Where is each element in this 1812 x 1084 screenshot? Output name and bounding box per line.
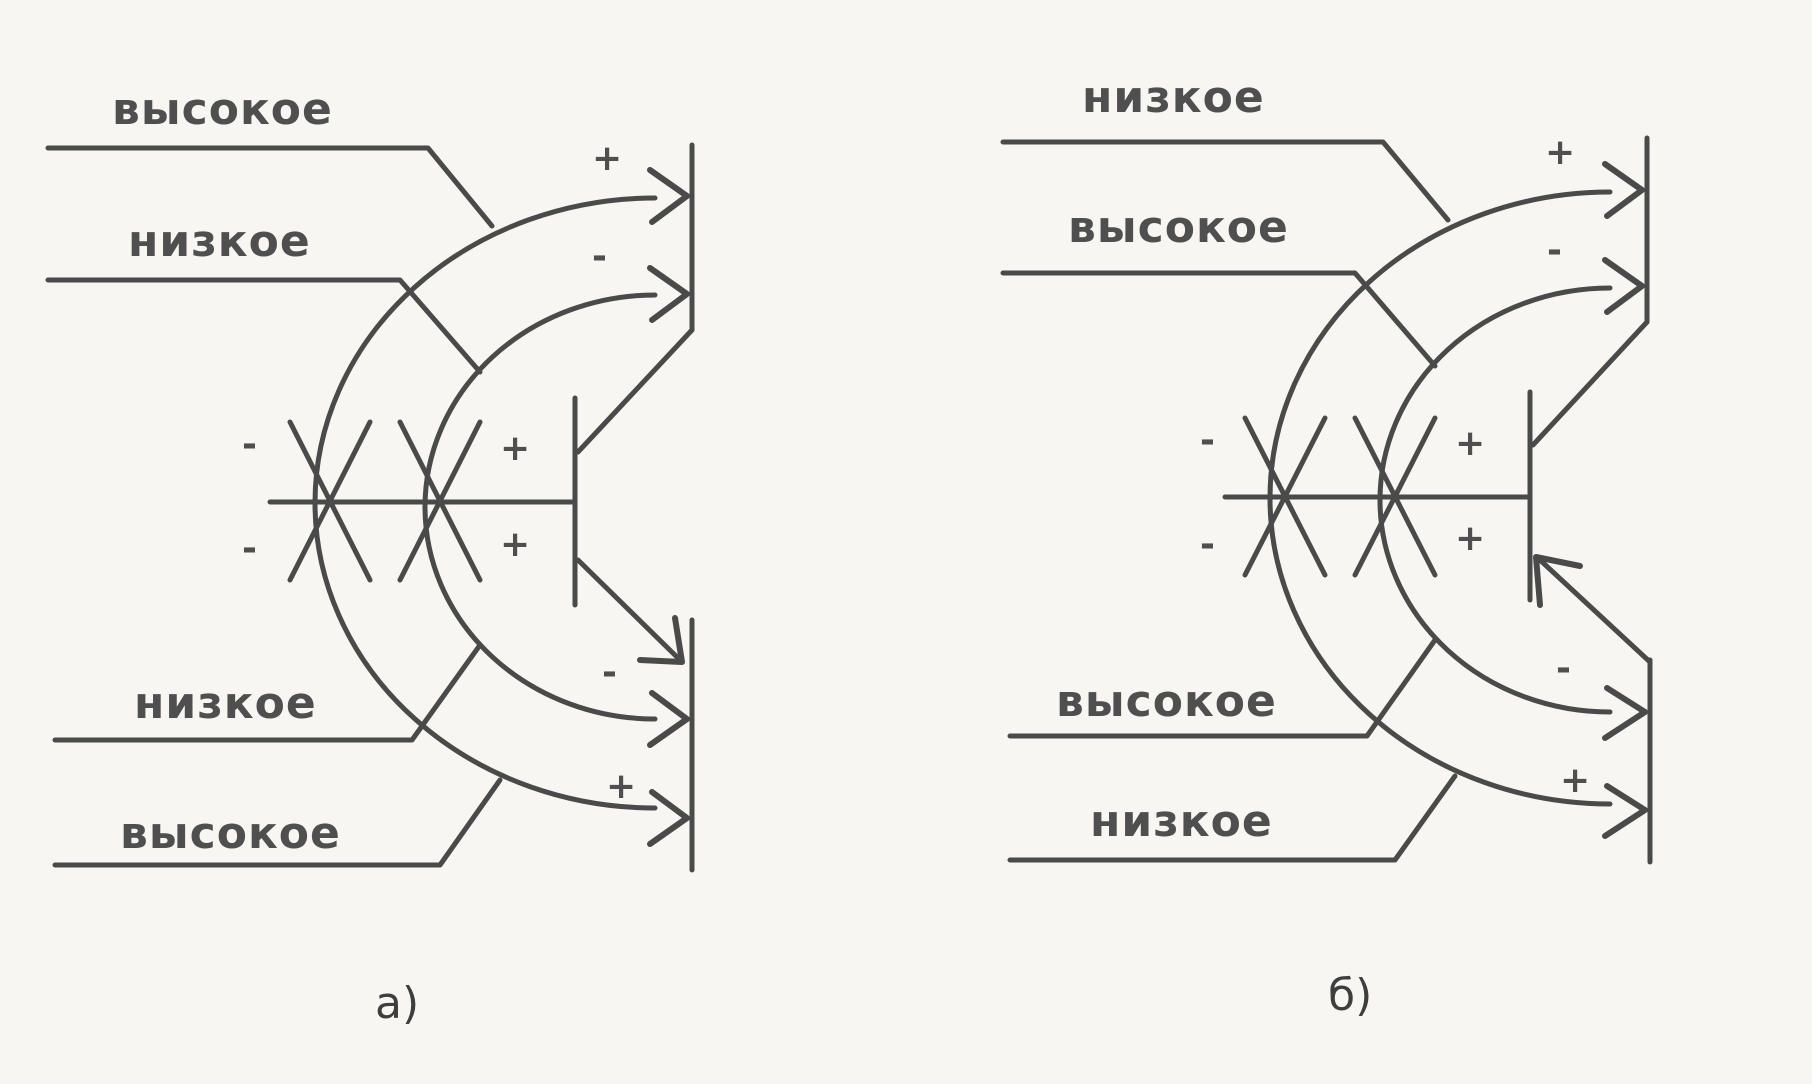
arrow-lower-diagonal — [1533, 554, 1583, 608]
sign-right-upper: + — [1455, 423, 1485, 464]
sign-bottom-outer: + — [606, 766, 636, 807]
label-bottom-inner: высокое — [1056, 676, 1277, 727]
x-mark-inner — [1352, 415, 1438, 578]
arrow-top-outer — [1602, 161, 1645, 219]
label-top-inner: высокое — [1068, 202, 1289, 253]
arrow-top-inner — [647, 265, 690, 323]
label-top-outer: низкое — [1082, 72, 1265, 123]
arrow-lower-diagonal — [637, 615, 685, 665]
sign-bottom-outer: + — [1560, 760, 1590, 801]
leader-top-inner — [45, 277, 483, 375]
arrow-bottom-outer — [1602, 783, 1648, 839]
sign-right-lower: + — [500, 524, 530, 565]
caption-a: а) — [375, 978, 419, 1029]
sign-top-inner: - — [592, 236, 607, 277]
sign-right-lower: + — [1455, 518, 1485, 559]
sign-bottom-inner: - — [602, 652, 617, 693]
label-top-inner: низкое — [128, 216, 311, 267]
arrow-bottom-inner — [647, 690, 690, 748]
sign-left-upper: - — [1200, 420, 1215, 461]
label-top-outer: высокое — [112, 84, 333, 135]
leader-top-inner — [1000, 270, 1438, 369]
arrow-bottom-inner — [1602, 685, 1648, 741]
x-mark-inner — [397, 419, 483, 583]
x-mark-outer — [1242, 415, 1328, 578]
arrow-bottom-outer — [647, 789, 690, 847]
arrow-top-outer — [647, 167, 690, 225]
leader-bottom-outer — [1007, 773, 1458, 863]
label-bottom-outer: низкое — [1090, 796, 1273, 847]
panel-b: низкое высокое высокое низкое + - - - + … — [1000, 72, 1653, 1021]
upper-diagonal — [575, 327, 695, 455]
lower-diagonal — [1537, 557, 1653, 665]
sign-top-outer: + — [1545, 132, 1575, 173]
inner-arc — [422, 292, 658, 722]
sign-bottom-inner: - — [1556, 648, 1571, 689]
lower-diagonal — [575, 557, 683, 663]
label-bottom-inner: низкое — [134, 678, 317, 729]
sign-left-lower: - — [1200, 524, 1215, 565]
arrow-top-inner — [1602, 257, 1645, 315]
caption-b: б) — [1328, 970, 1372, 1021]
leader-bottom-inner — [52, 642, 483, 743]
sign-left-upper: - — [242, 424, 257, 465]
sign-left-lower: - — [242, 528, 257, 569]
leader-bottom-outer — [52, 777, 503, 868]
sign-top-outer: + — [592, 138, 622, 179]
inner-arc — [1377, 285, 1613, 715]
upper-diagonal — [1530, 319, 1650, 448]
sign-right-upper: + — [500, 428, 530, 469]
sign-top-inner: - — [1547, 230, 1562, 271]
leader-bottom-inner — [1007, 637, 1438, 739]
leader-top-outer — [45, 145, 495, 229]
leader-top-outer — [1000, 139, 1451, 223]
x-mark-outer — [287, 419, 373, 583]
panel-a: высокое низкое низкое высокое + - - - + … — [45, 84, 695, 1029]
label-bottom-outer: высокое — [120, 808, 341, 859]
